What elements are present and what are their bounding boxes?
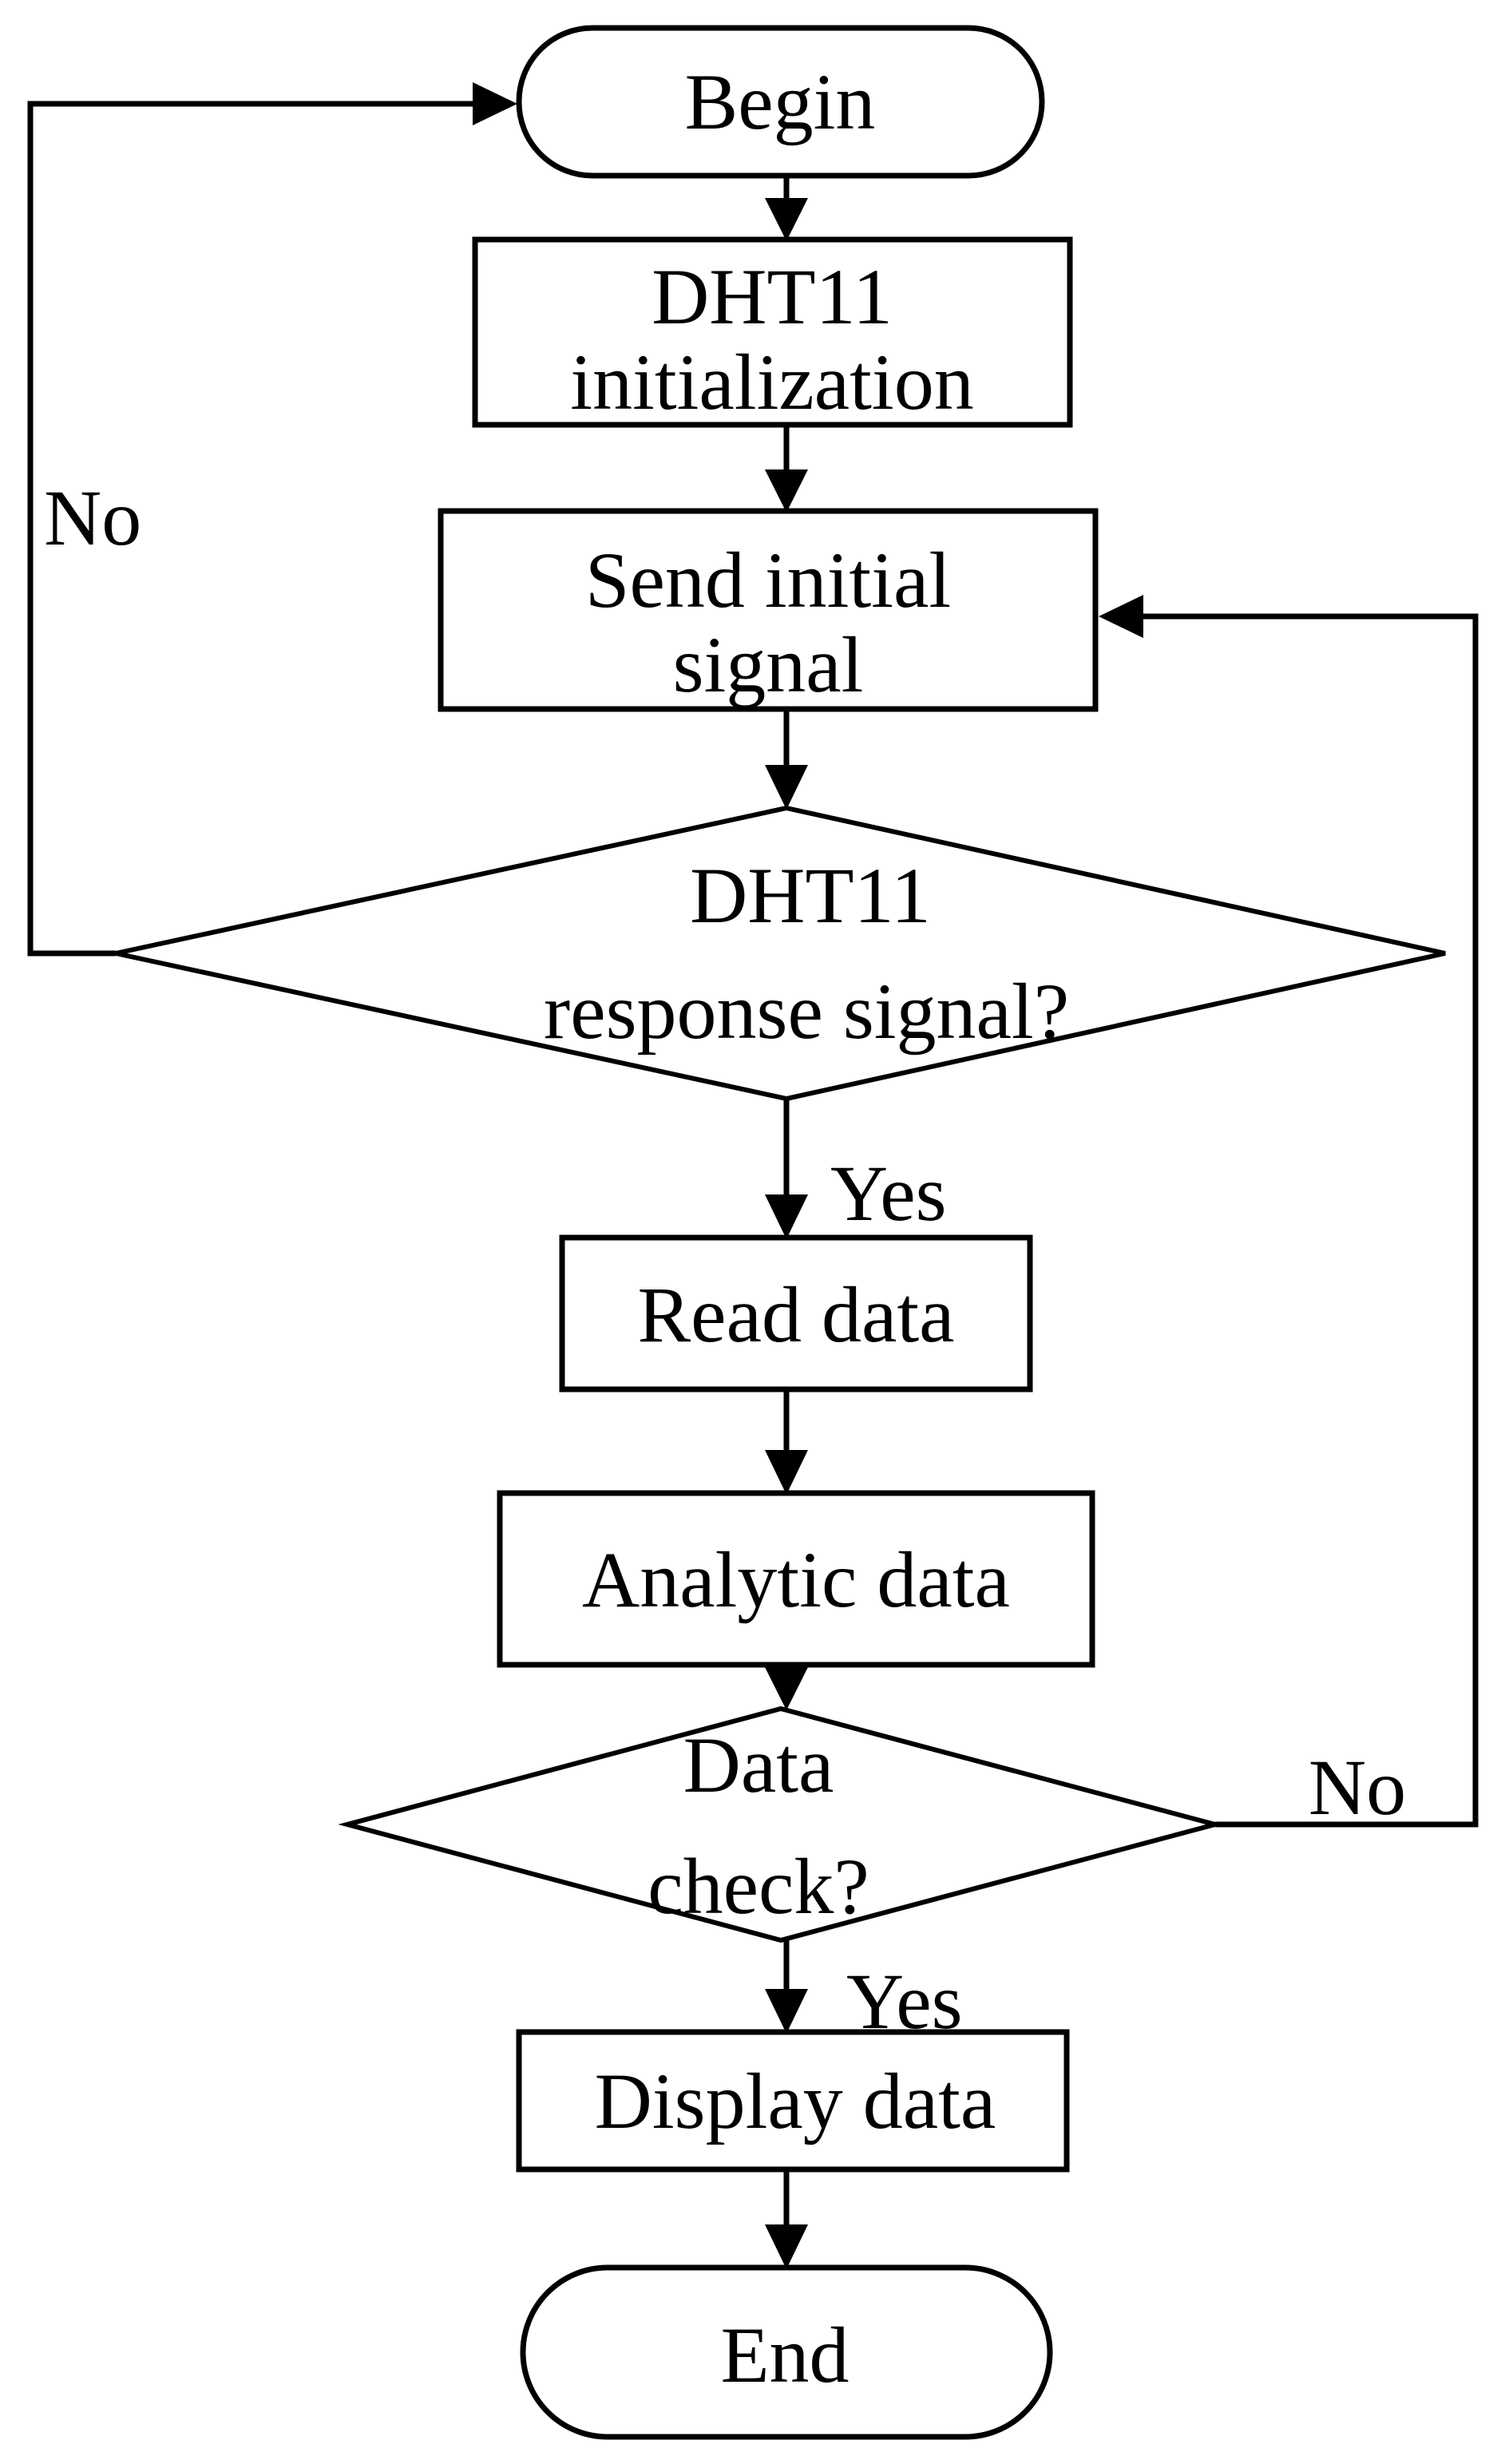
analytic-data-process — [497, 1490, 1095, 1668]
end-label: End — [720, 2311, 849, 2399]
edge-check-no-loop — [1143, 613, 1479, 1828]
data-check-label-line2: check? — [648, 1842, 869, 1931]
arrowhead-into-read — [765, 1194, 808, 1239]
check-no-label: No — [1309, 1743, 1406, 1832]
end-terminator — [520, 2264, 1053, 2440]
arrowhead-into-end — [765, 2224, 808, 2269]
check-yes-label: Yes — [846, 1957, 963, 2046]
display-data-label: Display data — [595, 2057, 996, 2145]
arrowhead-into-begin — [473, 82, 517, 125]
send-initial-signal-label-line1: Send initial — [585, 536, 951, 624]
data-check-label-line1: Data — [683, 1721, 834, 1809]
arrowhead-into-display — [765, 1989, 808, 2034]
arrowhead-into-check-diamond — [765, 1667, 808, 1710]
data-check-decision — [338, 1705, 1225, 1943]
send-initial-signal-process — [438, 508, 1099, 712]
display-data-process — [516, 2029, 1070, 2173]
dht11-response-signal-decision — [115, 805, 1446, 1102]
begin-label: Begin — [685, 57, 876, 146]
analytic-data-label: Analytic data — [582, 1535, 1010, 1624]
arrowhead-into-send — [765, 469, 808, 513]
dht11-initialization-label-line2: initialization — [570, 338, 973, 426]
response-no-label: No — [44, 473, 141, 562]
arrowhead-into-send-right — [1099, 595, 1143, 638]
response-yes-label: Yes — [830, 1149, 947, 1238]
begin-terminator — [516, 25, 1045, 179]
read-data-process — [559, 1234, 1033, 1392]
edge-response-no-loop — [27, 101, 473, 957]
arrowhead-into-analytic — [765, 1450, 808, 1495]
dht11-response-signal-label-line2: response signal? — [544, 967, 1069, 1056]
dht11-response-signal-label-line1: DHT11 — [690, 851, 931, 940]
arrowhead-into-init — [765, 198, 808, 241]
dht11-initialization-process — [472, 236, 1073, 428]
send-initial-signal-label-line2: signal — [673, 620, 864, 709]
read-data-label: Read data — [637, 1270, 954, 1359]
dht11-initialization-label-line1: DHT11 — [652, 252, 893, 341]
arrowhead-into-response-diamond — [765, 765, 808, 810]
